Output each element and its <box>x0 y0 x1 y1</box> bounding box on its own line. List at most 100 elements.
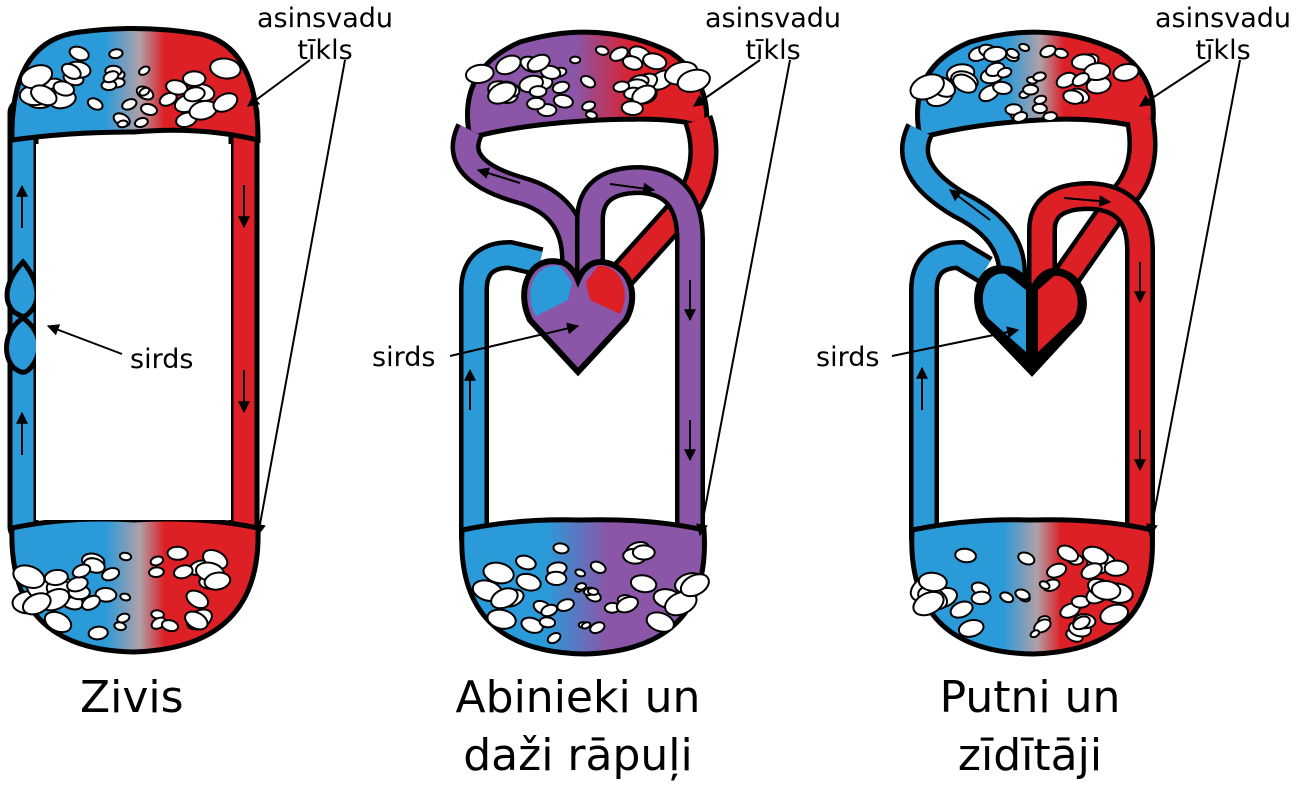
capillary-hole <box>629 574 658 594</box>
capillary-hole <box>992 80 1013 96</box>
network-label-line2: tīkls <box>745 35 800 66</box>
capillary-hole <box>1112 62 1140 82</box>
capillary-hole <box>118 551 133 562</box>
capillary-hole <box>1103 559 1130 577</box>
capillary-hole <box>515 572 542 592</box>
capillary-hole <box>487 81 517 105</box>
capillary-hole <box>1029 629 1041 639</box>
capillary-hole <box>1014 588 1031 601</box>
capillary-hole <box>1080 562 1103 580</box>
capillary-hole <box>138 86 151 97</box>
capillary-hole <box>138 65 151 76</box>
capillary-hole <box>1072 615 1091 631</box>
capillary-hole <box>1018 42 1031 52</box>
capillary-hole <box>160 619 180 633</box>
capillary-hole <box>172 564 194 580</box>
capillary-hole <box>116 612 131 624</box>
capillary-hole <box>52 80 75 97</box>
capillary-hole <box>584 110 598 120</box>
capillary-hole <box>140 102 158 117</box>
capillary-hole <box>996 66 1013 79</box>
capillary-hole <box>102 70 120 84</box>
heart-label: sirds <box>130 344 193 375</box>
capillary-hole <box>1071 72 1090 88</box>
panel-caption-line2: zīdītāji <box>958 730 1102 781</box>
capillary-hole <box>121 98 138 111</box>
capillary-hole <box>21 592 52 616</box>
capillary-hole <box>1039 44 1057 59</box>
capillary-hole <box>12 564 46 589</box>
capillary-hole <box>679 573 710 598</box>
capillary-hole <box>982 45 1008 63</box>
capillary-hole <box>615 595 639 614</box>
capillary-hole <box>183 86 206 103</box>
capillary-hole <box>68 45 90 62</box>
panel-caption-line1: Abinieki un <box>456 672 701 723</box>
capillary-hole <box>575 582 588 591</box>
capillary-hole <box>113 621 127 632</box>
capillary-hole <box>184 610 209 631</box>
capillary-hole <box>1022 83 1040 96</box>
capillary-hole <box>43 610 73 634</box>
capillary-hole <box>528 85 548 98</box>
capillary-hole <box>954 547 977 564</box>
capillary-hole <box>999 591 1015 604</box>
capillary-hole <box>209 57 242 80</box>
capillary-hole <box>586 587 600 596</box>
panel-caption-line1: Zivis <box>80 672 184 723</box>
flow-arrows <box>464 167 696 462</box>
panel-caption-line1: Putni un <box>940 672 1121 723</box>
capillary-hole <box>526 53 551 73</box>
capillary-hole <box>1012 111 1029 123</box>
capillary-hole <box>60 62 82 80</box>
capillary-hole <box>486 608 517 630</box>
capillary-hole <box>526 96 546 111</box>
flow-arrows <box>16 184 250 455</box>
capillary-hole <box>1099 603 1130 626</box>
capillary-hole <box>552 542 570 555</box>
capillary-hole <box>909 73 945 101</box>
capillary-hole <box>1046 562 1068 579</box>
capillary-hole <box>116 119 129 129</box>
capillary-hole <box>490 587 519 610</box>
capillary-hole <box>538 616 557 629</box>
capillary-hole <box>87 625 109 641</box>
capillary-hole <box>185 589 210 610</box>
capillary-hole <box>1038 580 1051 590</box>
capillary-hole <box>957 618 985 638</box>
network-label-line2: tīkls <box>1195 35 1250 66</box>
capillary-hole <box>86 97 104 111</box>
capillary-holes <box>11 42 1140 645</box>
capillary-hole <box>912 590 945 617</box>
heart-label: sirds <box>816 342 879 373</box>
capillary-hole <box>133 116 149 129</box>
network-label-line1: asinsvadu <box>1155 3 1291 34</box>
capillary-hole <box>581 100 597 112</box>
capillary-hole <box>556 598 575 612</box>
capillary-hole <box>589 560 607 574</box>
capillary-hole <box>551 80 571 95</box>
capillary-hole <box>203 571 232 591</box>
capillary-hole <box>1005 47 1020 59</box>
capillary-hole <box>101 567 121 582</box>
capillary-hole <box>520 616 544 634</box>
capillary-hole <box>166 545 189 561</box>
capillary-hole <box>1090 579 1122 601</box>
capillary-hole <box>1042 111 1058 123</box>
capillary-hole <box>71 563 92 579</box>
network-label-line2: tīkls <box>297 35 352 66</box>
capillary-hole <box>1017 551 1036 566</box>
capillary-hole <box>631 84 657 105</box>
capillary-hole <box>589 621 606 635</box>
capillary-hole <box>158 91 178 107</box>
capillary-hole <box>1033 94 1048 105</box>
capillary-hole <box>552 93 574 109</box>
label-pointers <box>891 59 1241 537</box>
capillary-hole <box>580 621 592 630</box>
capillary-hole <box>546 632 562 645</box>
capillary-hole <box>212 92 239 113</box>
capillary-hole <box>642 52 668 71</box>
network-label-line1: asinsvadu <box>705 3 841 34</box>
